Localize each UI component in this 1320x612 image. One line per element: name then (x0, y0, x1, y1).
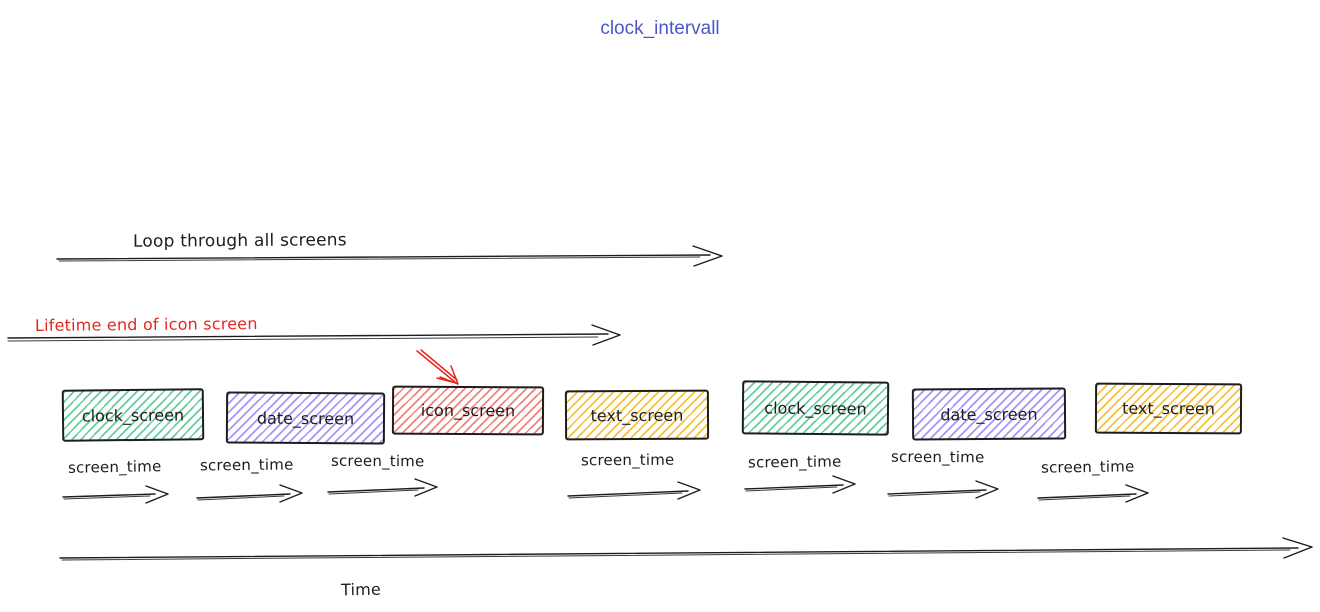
screen-time-label-3: screen_time (330, 451, 425, 471)
screen-time-arrow-5 (744, 475, 856, 494)
screen-box-label: clock_screen (81, 404, 185, 426)
screen-time-arrow-4 (567, 481, 701, 500)
screen-box-label: icon_screen (420, 400, 516, 421)
screen-box-label: text_screen (590, 405, 684, 425)
screen-time-arrow-2 (196, 484, 303, 503)
screen-box-icon: icon_screen (391, 385, 545, 436)
lifetime-arrow (7, 324, 621, 346)
screen-time-label-5: screen_time (747, 452, 842, 472)
screen-time-label-2: screen_time (199, 455, 294, 475)
screen-box-text-1: text_screen (564, 389, 710, 441)
loop-arrow (56, 245, 723, 267)
icon-screen-pointer-arrow (416, 349, 459, 385)
screen-box-label: clock_screen (764, 398, 867, 418)
screen-time-label-1: screen_time (67, 457, 162, 477)
screen-box-clock-2: clock_screen (741, 380, 890, 436)
screen-box-label: date_screen (256, 408, 355, 428)
lifetime-arrow-label: Lifetime end of icon screen (34, 314, 258, 335)
screen-box-label: text_screen (1122, 398, 1215, 419)
screen-box-text-2: text_screen (1094, 382, 1243, 435)
time-axis-label: Time (340, 579, 382, 600)
screen-time-label-7: screen_time (1040, 457, 1135, 477)
screen-time-arrow-7 (1037, 484, 1149, 503)
screen-box-date-2: date_screen (911, 387, 1067, 441)
screen-time-arrow-1 (62, 485, 169, 504)
screen-box-clock-1: clock_screen (61, 388, 205, 442)
screen-time-arrow-6 (887, 480, 999, 499)
screen-box-label: date_screen (940, 404, 1038, 424)
screen-time-arrow-3 (327, 478, 438, 497)
diagram-title: clock_intervall (600, 18, 720, 39)
screen-time-label-6: screen_time (890, 447, 985, 467)
screen-box-date-1: date_screen (225, 391, 386, 445)
time-axis-arrow (59, 537, 1313, 561)
screen-time-label-4: screen_time (580, 450, 675, 470)
loop-arrow-label: Loop through all screens (132, 230, 347, 252)
